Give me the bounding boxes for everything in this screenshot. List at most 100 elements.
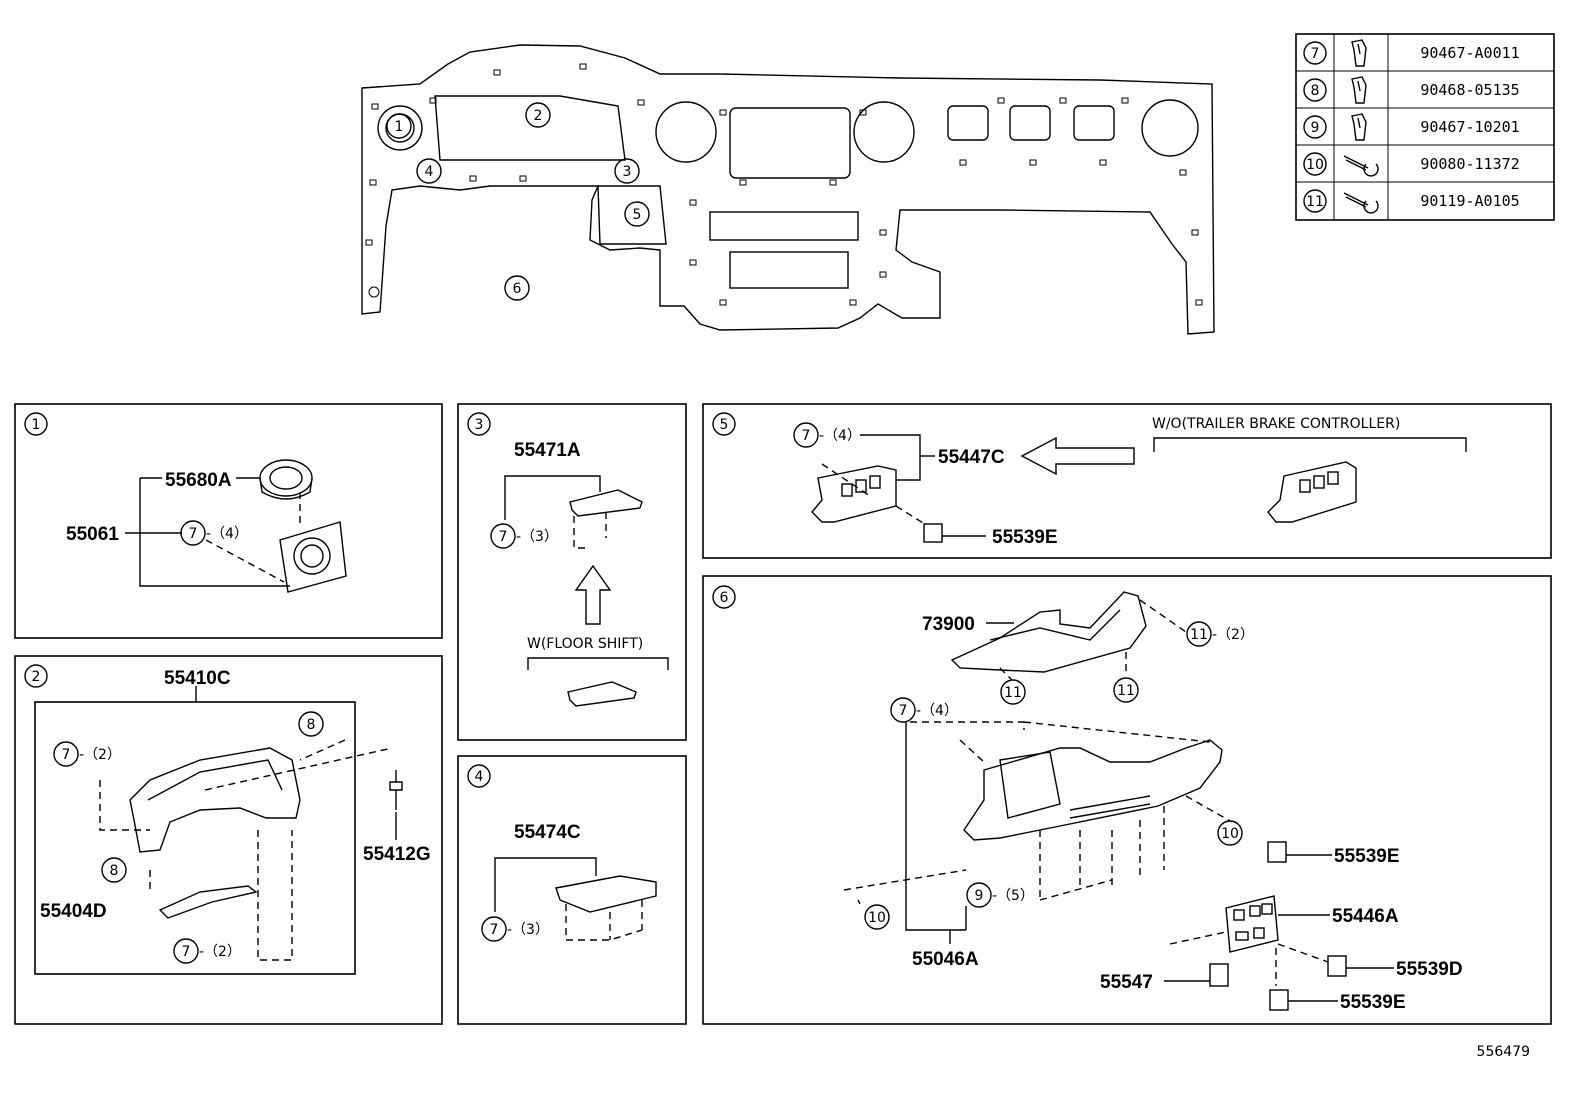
power-socket-part	[259, 459, 313, 500]
svg-text:2: 2	[32, 669, 41, 685]
detail-panel-2: 2 55410C 55412G 55404D 8 8 7 -（2） 7 -（2）	[14, 655, 443, 1025]
svg-text:8: 8	[1311, 83, 1320, 99]
svg-text:11: 11	[1004, 685, 1022, 701]
svg-text:7: 7	[490, 922, 499, 938]
svg-text:73900: 73900	[922, 614, 975, 635]
svg-text:10: 10	[868, 910, 886, 926]
svg-text:7: 7	[802, 428, 811, 444]
clip-icon	[1351, 76, 1367, 104]
svg-text:8: 8	[307, 717, 316, 733]
svg-text:-（2）: -（2）	[199, 944, 241, 960]
svg-text:7: 7	[499, 529, 508, 545]
svg-text:3: 3	[623, 164, 632, 180]
svg-text:-（4）: -（4）	[916, 703, 958, 719]
svg-text:-（3）: -（3）	[516, 529, 558, 545]
overview-callout-1: 1	[386, 113, 412, 139]
table-row: 9 90467-10201	[1303, 113, 1520, 141]
svg-text:55539E: 55539E	[1340, 992, 1406, 1013]
fastener-table: 7 90467-A0011 8 90468-05135 9 90467-1020…	[1295, 33, 1555, 221]
cover-part	[569, 489, 643, 517]
cover-part	[555, 875, 657, 913]
svg-text:55412G: 55412G	[363, 844, 431, 865]
svg-text:55061: 55061	[66, 524, 119, 545]
svg-text:9: 9	[1311, 120, 1320, 136]
switch-cap-part	[923, 523, 943, 543]
svg-text:2: 2	[534, 108, 543, 124]
svg-text:55410C: 55410C	[164, 668, 231, 689]
svg-text:55680A: 55680A	[165, 470, 232, 491]
screw-icon	[1343, 155, 1379, 177]
arrow-left-icon	[1020, 436, 1135, 476]
svg-text:90080-11372: 90080-11372	[1420, 155, 1519, 173]
svg-text:55547: 55547	[1100, 972, 1153, 993]
detail-panel-5: 5 7 -（4） 55447C 55539E W/O(TRAILER BRAKE…	[702, 403, 1552, 559]
switch-cap-part	[1327, 955, 1347, 977]
detail-panel-4: 4 55474C 7 -（3）	[457, 755, 687, 1025]
illustration-number: 556479	[1477, 1044, 1530, 1060]
svg-text:7: 7	[182, 944, 191, 960]
svg-text:-（2）: -（2）	[79, 747, 121, 763]
svg-text:55539E: 55539E	[992, 527, 1058, 548]
switch-blank-part	[1209, 963, 1229, 987]
svg-text:-（4）: -（4）	[206, 526, 248, 542]
svg-text:55474C: 55474C	[514, 822, 581, 843]
svg-text:-（3）: -（3）	[507, 922, 549, 938]
svg-text:6: 6	[513, 281, 522, 297]
svg-text:11: 11	[1306, 194, 1324, 210]
cover-variant-part	[567, 681, 637, 707]
svg-text:11: 11	[1117, 683, 1135, 699]
svg-text:8: 8	[110, 863, 119, 879]
svg-text:55539D: 55539D	[1396, 959, 1463, 980]
svg-text:-（5）: -（5）	[992, 888, 1034, 904]
svg-text:-（2）: -（2）	[1212, 627, 1254, 643]
lower-instrument-panel-part	[963, 739, 1223, 841]
svg-text:-（4）: -（4）	[819, 428, 861, 444]
svg-text:W(FLOOR SHIFT): W(FLOOR SHIFT)	[527, 636, 643, 652]
svg-text:1: 1	[395, 119, 404, 135]
cluster-lower-strip-part	[158, 885, 258, 919]
switch-cap-part	[1267, 841, 1287, 863]
svg-text:55539E: 55539E	[1334, 846, 1400, 867]
svg-text:55446A: 55446A	[1332, 906, 1399, 927]
overview-callout-6: 6	[504, 275, 530, 301]
detail-panel-6: 6 73900 11 -（2） 11 11 7 -（4） 10 10 9 -（5…	[702, 575, 1552, 1025]
table-row: 10 90080-11372	[1303, 152, 1520, 177]
svg-text:55404D: 55404D	[40, 901, 107, 922]
svg-text:90119-A0105: 90119-A0105	[1420, 192, 1519, 210]
svg-text:4: 4	[475, 769, 484, 785]
svg-text:9: 9	[975, 888, 984, 904]
cluster-finish-panel-part	[129, 747, 301, 853]
svg-text:90468-05135: 90468-05135	[1420, 81, 1519, 99]
svg-text:10: 10	[1306, 157, 1324, 173]
svg-text:90467-A0011: 90467-A0011	[1420, 44, 1519, 62]
switch-cap-part	[1269, 989, 1289, 1011]
overview-callout-4: 4	[416, 158, 442, 184]
instrument-panel-overview	[361, 44, 1215, 335]
overview-callout-5: 5	[624, 201, 650, 227]
pin-part	[389, 770, 403, 810]
svg-text:55471A: 55471A	[514, 440, 581, 461]
svg-text:7: 7	[62, 747, 71, 763]
table-row: 11 90119-A0105	[1303, 189, 1520, 214]
clip-icon	[1351, 39, 1367, 67]
svg-text:7: 7	[189, 526, 198, 542]
switch-bezel-part	[811, 465, 897, 523]
svg-text:11: 11	[1190, 627, 1208, 643]
clip-icon	[1351, 113, 1367, 141]
detail-panel-1: 1 55680A 55061 7 -（4）	[14, 403, 443, 639]
svg-text:1: 1	[32, 417, 41, 433]
svg-text:5: 5	[633, 207, 642, 223]
svg-text:5: 5	[720, 417, 729, 433]
table-row: 7 90467-A0011	[1303, 39, 1520, 67]
svg-text:4: 4	[425, 164, 434, 180]
svg-text:7: 7	[899, 703, 908, 719]
table-row: 8 90468-05135	[1303, 76, 1520, 104]
overview-callout-2: 2	[525, 102, 551, 128]
svg-text:10: 10	[1221, 826, 1239, 842]
detail-panel-3: 3 55471A 7 -（3） W(FLOOR SHIFT)	[457, 403, 687, 741]
svg-text:55046A: 55046A	[912, 949, 979, 970]
svg-text:W/O(TRAILER BRAKE CONTROLLER): W/O(TRAILER BRAKE CONTROLLER)	[1152, 416, 1400, 432]
svg-text:3: 3	[475, 417, 484, 433]
overview-callout-3: 3	[614, 158, 640, 184]
